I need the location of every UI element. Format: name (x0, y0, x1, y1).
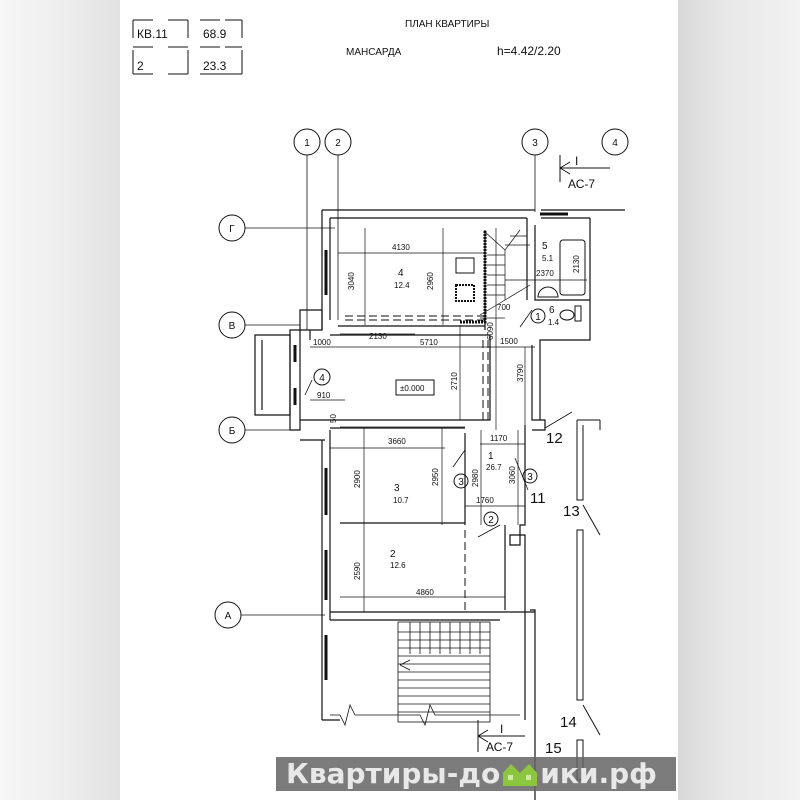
dimension-lines (310, 228, 587, 612)
house-logo-icon (503, 764, 538, 786)
neighbor-label: 15 (545, 740, 562, 757)
background-right (678, 0, 800, 800)
dimension: 700 (497, 303, 511, 312)
dimension: 1760 (476, 496, 494, 505)
room-number: 6 (549, 305, 555, 316)
background-left (0, 0, 120, 800)
room-area: 26.7 (486, 463, 502, 472)
dimension: 3060 (508, 466, 517, 484)
section-sheet: АС-7 (568, 177, 595, 191)
axis-label-g: Г (229, 224, 235, 235)
door-mark: 1 (535, 312, 541, 323)
door-swings (304, 309, 573, 538)
plan-title: ПЛАН КВАРТИРЫ (405, 19, 489, 30)
axis-label-b: Б (229, 426, 236, 437)
dimension: 6090 (486, 322, 495, 340)
dimension: 4130 (392, 243, 410, 252)
watermark: Квартиры-до ики.рф (276, 757, 676, 791)
section-sheet: АС-7 (486, 740, 513, 754)
stove-icon (455, 284, 475, 302)
dashed-lines (345, 315, 489, 612)
room-area: 12.4 (394, 281, 410, 290)
level-mark-box (395, 379, 435, 396)
neighbor-label: 13 (563, 503, 580, 520)
room-number: 5 (542, 241, 548, 252)
dimension: 2710 (450, 372, 459, 390)
room-number: 1 (488, 451, 494, 462)
walls (254, 209, 625, 800)
washbasin-icon (537, 286, 559, 298)
windows (293, 212, 568, 680)
room-area: 10.7 (393, 496, 409, 505)
dimension: 50 (329, 414, 338, 423)
neighbor-label: 12 (546, 430, 563, 447)
room-area: 5.1 (542, 254, 554, 263)
axis-markers (214, 128, 629, 629)
sink-icon (455, 257, 475, 274)
neighbor-label: 14 (560, 714, 577, 731)
living-area: 23.3 (203, 59, 227, 73)
axis-label-4: 4 (612, 138, 618, 149)
dimension: 1500 (500, 337, 518, 346)
room-number: 4 (398, 268, 404, 279)
dimension: 4860 (416, 588, 434, 597)
section-mark-bottom (477, 720, 525, 752)
dimension: 2950 (431, 468, 440, 486)
floor-name: МАНСАРДА (346, 47, 402, 58)
dimension: 3040 (347, 272, 356, 290)
dimension: 5710 (420, 338, 438, 347)
room-number: 3 (394, 483, 400, 494)
axis-lines (241, 155, 536, 616)
dimension: 2130 (572, 255, 581, 273)
door-mark: 2 (488, 515, 494, 526)
toilet-icon (559, 309, 575, 321)
room-area: 12.6 (390, 561, 406, 570)
toilet-tank-icon (574, 305, 582, 322)
dimension: 3660 (388, 437, 406, 446)
neighbor-walls (576, 419, 601, 781)
room-number: 2 (390, 549, 396, 560)
axis-label-1: 1 (304, 138, 310, 149)
dimension: 1170 (490, 434, 508, 443)
dimension: 2370 (536, 269, 554, 278)
axis-label-a: А (225, 611, 232, 622)
drawing-sheet (120, 0, 678, 800)
total-area: 68.9 (203, 27, 227, 41)
dimension: 2900 (353, 470, 362, 488)
axis-label-v: В (229, 321, 236, 332)
room-count: 2 (137, 59, 144, 73)
bathtub-icon (559, 239, 586, 296)
door-mark: 3 (458, 477, 464, 488)
section-label: I (500, 722, 503, 736)
stairwell (330, 621, 520, 727)
dimension: 2590 (353, 562, 362, 580)
title-block (132, 19, 243, 75)
apartment-number: КВ.11 (137, 27, 168, 41)
section-label: I (575, 154, 578, 168)
axis-label-2: 2 (335, 138, 341, 149)
room-area: 1.4 (548, 318, 560, 327)
dimension: 2980 (471, 469, 480, 487)
watermark-text-start: Квартиры-до (286, 757, 501, 790)
watermark-text-end: ики.рф (540, 757, 657, 790)
dimension: 3790 (516, 364, 525, 382)
neighbor-label: 11 (530, 490, 546, 507)
dimension: 910 (317, 391, 331, 400)
dimension: 2960 (426, 272, 435, 290)
door-mark: 4 (319, 373, 325, 384)
dimension: 2130 (369, 332, 387, 341)
floor-height: h=4.42/2.20 (497, 44, 561, 58)
door-mark: 3 (527, 472, 533, 483)
level-mark: ±0.000 (400, 384, 425, 393)
axis-label-3: 3 (532, 138, 538, 149)
door-mark-circles (313, 308, 546, 527)
section-mark-top (559, 155, 610, 182)
dimension: 1000 (313, 338, 331, 347)
kitchen-wall (460, 230, 487, 324)
